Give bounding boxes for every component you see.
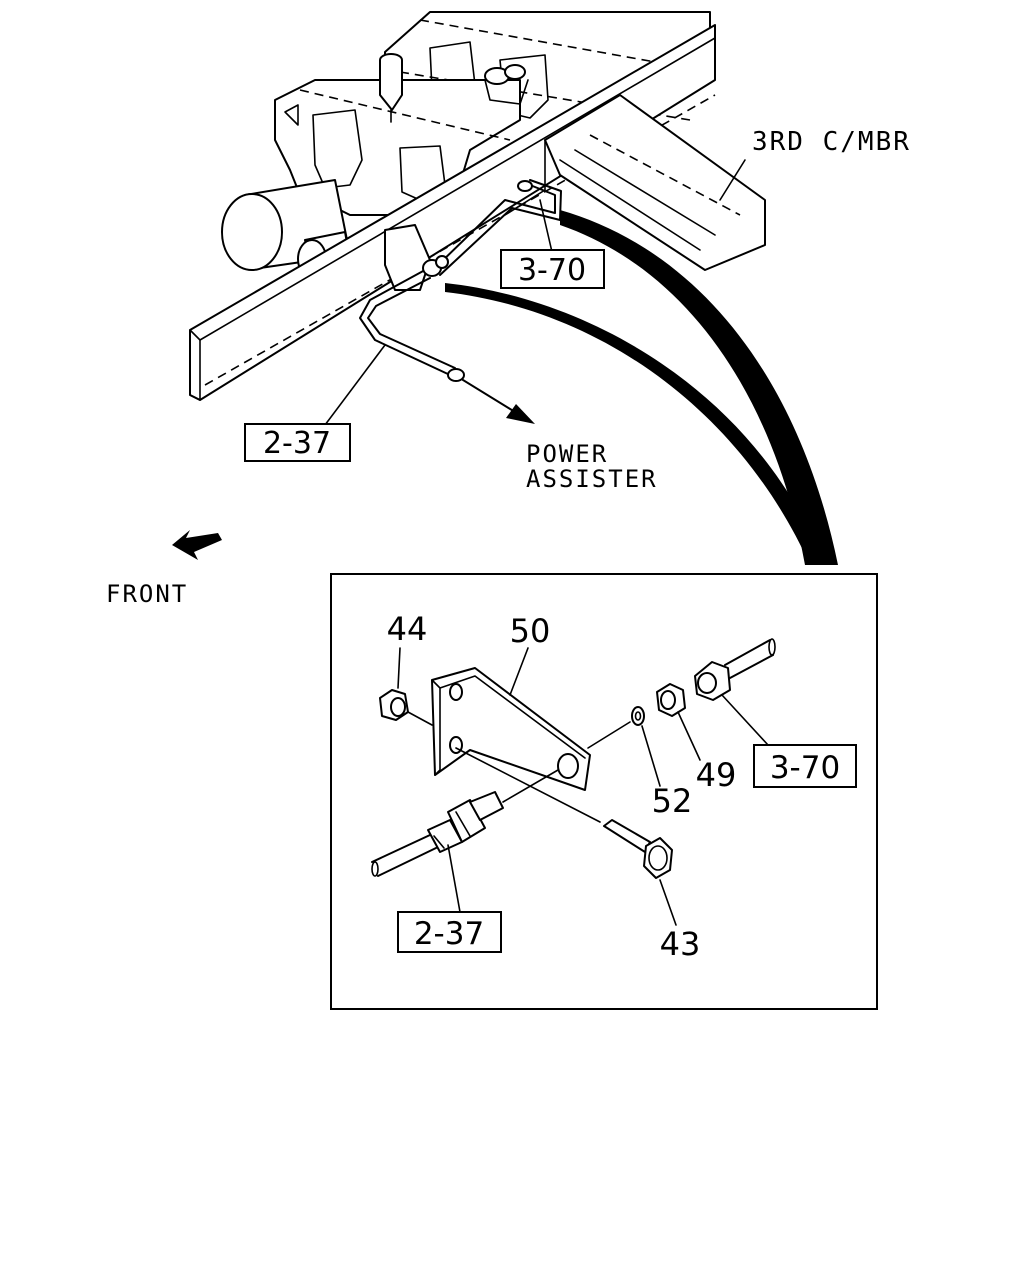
washer-52-icon: [631, 706, 645, 726]
axis-43: [455, 747, 601, 823]
top-ref-3-70: 3-70: [500, 249, 605, 289]
top-ref-2-37-text: 2-37: [263, 426, 331, 461]
callout-sweep: [560, 210, 838, 565]
leader-top-2-37: [324, 344, 386, 426]
leader-43: [659, 879, 677, 926]
pipe-2-37-top: [359, 269, 465, 382]
axis-52: [587, 721, 631, 749]
power-assister-label-line1: POWER: [526, 440, 608, 468]
top-ref-3-70-text: 3-70: [518, 253, 586, 288]
nut-44-icon: [379, 689, 409, 721]
leader-detail-3-70: [721, 694, 769, 746]
cross-member-label: 3RD C/MBR: [752, 127, 911, 157]
front-label: FRONT: [106, 580, 188, 608]
leader-50: [509, 647, 529, 696]
part-number-44: 44: [387, 610, 428, 648]
part-number-52: 52: [652, 782, 693, 820]
leader-49: [677, 711, 701, 761]
detail-ref-3-70: 3-70: [753, 744, 857, 788]
leader-top-3-70: [539, 199, 553, 253]
pipe-2-37-end-icon: [371, 791, 504, 877]
front-arrow-icon: [172, 530, 222, 560]
leader-52: [641, 725, 661, 787]
part-number-49: 49: [696, 756, 737, 794]
injector-front: [379, 53, 403, 123]
nut-49-icon: [656, 683, 686, 717]
leader-44: [397, 647, 401, 689]
chassis-assembly-view: [189, 11, 766, 426]
pipe-junction-fitting: [422, 255, 449, 277]
part-number-50: 50: [510, 612, 551, 650]
detail-view: [371, 638, 776, 926]
leader-cross-member: [719, 159, 746, 201]
leader-detail-2-37: [447, 844, 461, 913]
injector-rear: [484, 64, 529, 105]
detail-ref-2-37: 2-37: [397, 911, 502, 953]
detail-ref-2-37-text: 2-37: [414, 916, 484, 952]
top-ref-2-37: 2-37: [244, 423, 351, 462]
third-cross-member: [504, 94, 766, 271]
detail-ref-3-70-text: 3-70: [770, 750, 840, 786]
axis-44: [407, 711, 433, 726]
power-assister-arrow: [462, 379, 535, 424]
pipe-3-70-end-icon: [694, 638, 776, 701]
bolt-43-icon: [603, 819, 673, 879]
part-number-43: 43: [660, 925, 701, 963]
bracket-50-icon: [431, 667, 591, 791]
power-assister-label-line2: ASSISTER: [526, 465, 658, 493]
axis-2-37: [502, 769, 559, 803]
